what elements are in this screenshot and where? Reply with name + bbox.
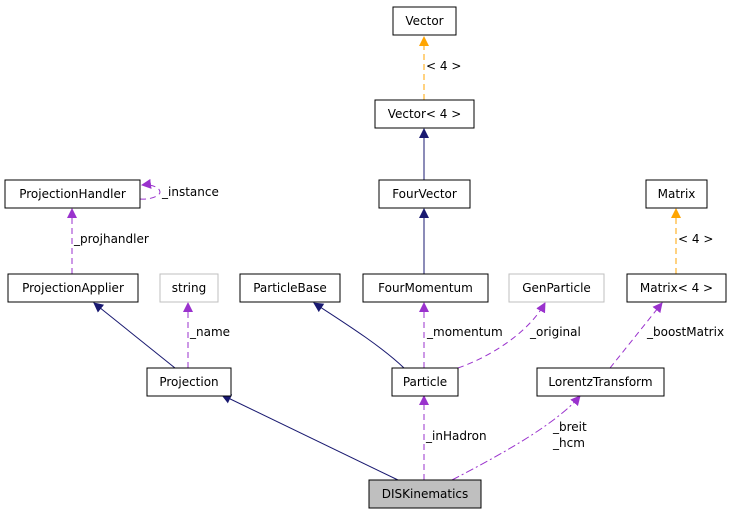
node-projection-label: Projection — [159, 375, 218, 389]
node-string-label: string — [172, 281, 206, 295]
node-vector-label: Vector — [405, 14, 443, 28]
node-lorentztransform[interactable]: LorentzTransform — [536, 367, 665, 397]
label-hcm: _hcm — [552, 436, 585, 450]
edge-diskinematics-to-lorentztransform — [451, 395, 581, 481]
label-inhadron: _inHadron — [425, 429, 487, 443]
edge-particle-to-particlebase — [313, 302, 405, 369]
node-particlebase-label: ParticleBase — [253, 281, 327, 295]
label-original: _original — [529, 325, 581, 339]
label-breit: _breit — [552, 420, 587, 434]
label-name: _name — [189, 325, 230, 339]
label-momentum: _momentum — [426, 325, 503, 339]
node-vector[interactable]: Vector — [392, 6, 457, 36]
node-matrix[interactable]: Matrix — [645, 179, 708, 209]
label-boostmatrix: _boostMatrix — [646, 325, 724, 339]
node-matrix4[interactable]: Matrix< 4 > — [626, 273, 727, 303]
node-projection[interactable]: Projection — [146, 367, 232, 397]
node-lorentztransform-label: LorentzTransform — [548, 375, 652, 389]
label-matrix-template: < 4 > — [678, 232, 713, 246]
node-projectionhandler-label: ProjectionHandler — [19, 187, 126, 201]
node-vector4-label: Vector< 4 > — [388, 107, 462, 121]
edge-projection-to-projectionapplier — [93, 302, 176, 369]
node-particle-label: Particle — [403, 375, 447, 389]
node-fourmomentum-label: FourMomentum — [378, 281, 473, 295]
node-diskinematics-label: DISKinematics — [382, 487, 469, 501]
node-projectionapplier-label: ProjectionApplier — [22, 281, 124, 295]
node-projectionhandler[interactable]: ProjectionHandler — [4, 179, 141, 209]
node-genparticle-label: GenParticle — [522, 281, 591, 295]
node-diskinematics[interactable]: DISKinematics — [368, 479, 482, 509]
edge-particle-to-genparticle — [457, 302, 546, 369]
label-vector-template: < 4 > — [426, 59, 461, 73]
node-particle[interactable]: Particle — [391, 367, 459, 397]
node-fourvector-label: FourVector — [392, 187, 457, 201]
node-matrix4-label: Matrix< 4 > — [640, 281, 713, 295]
node-genparticle[interactable]: GenParticle — [508, 273, 605, 303]
edge-lorentztransform-to-matrix4 — [609, 302, 663, 369]
node-fourmomentum[interactable]: FourMomentum — [362, 273, 489, 303]
edge-projectionhandler-instance — [139, 178, 161, 200]
edge-diskinematics-to-projection — [221, 394, 399, 481]
label-instance: _instance — [161, 185, 219, 199]
node-vector4[interactable]: Vector< 4 > — [374, 99, 475, 129]
node-fourvector[interactable]: FourVector — [378, 179, 471, 209]
label-projhandler: _projhandler — [73, 232, 149, 246]
node-matrix-label: Matrix — [658, 187, 696, 201]
node-particlebase[interactable]: ParticleBase — [239, 273, 341, 303]
node-string[interactable]: string — [159, 273, 219, 303]
node-projectionapplier[interactable]: ProjectionApplier — [7, 273, 139, 303]
